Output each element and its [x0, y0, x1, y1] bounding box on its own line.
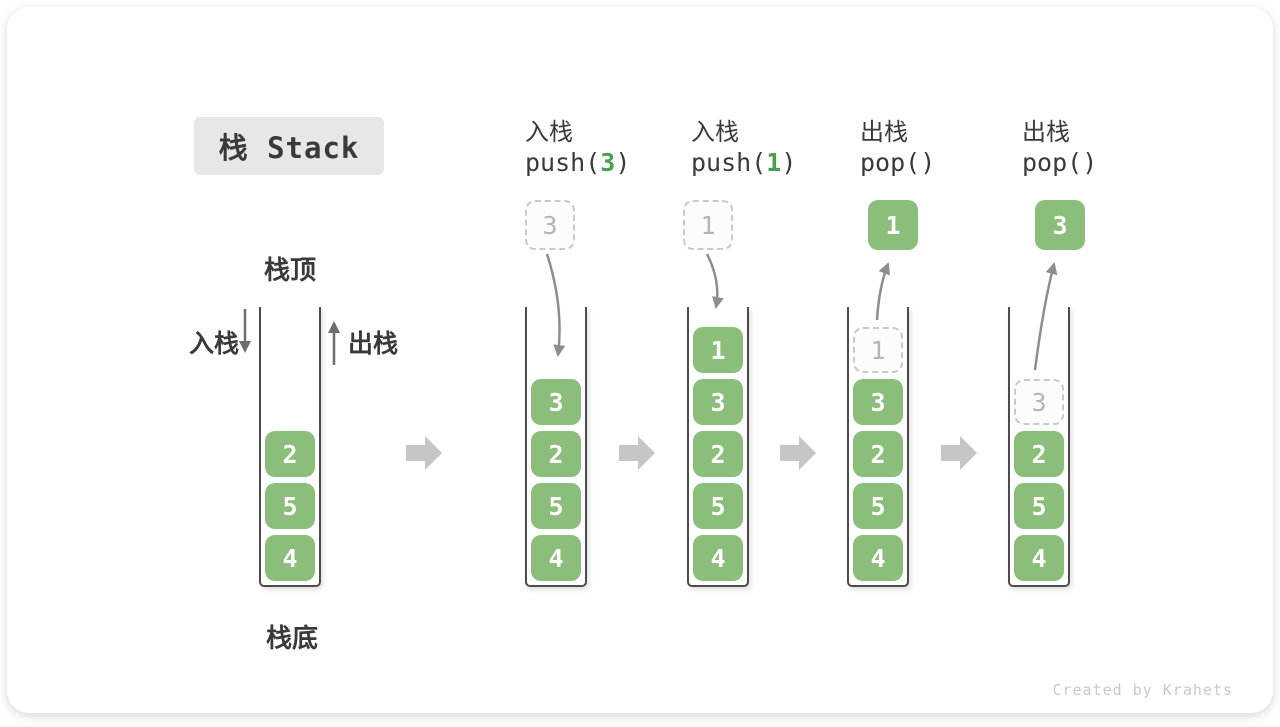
stack-bottom-label: 栈底 [265, 624, 318, 654]
op-code-pop1: pop() [860, 148, 936, 177]
cell-value: 1 [710, 335, 726, 365]
chevron-right-icon [406, 436, 442, 470]
code-post: ) [615, 148, 631, 177]
cell-value: 4 [1031, 543, 1047, 573]
stack-cell: 1 [693, 327, 743, 373]
stack-cell: 2 [853, 431, 903, 477]
floating-value: 1 [700, 210, 716, 240]
op-label-pop3: 出栈 [1022, 118, 1070, 146]
stack-ghost-cell: 3 [1014, 379, 1064, 425]
cell-value: 5 [548, 491, 564, 521]
title-box: 栈 Stack [194, 117, 384, 175]
cell-value: 4 [548, 543, 564, 573]
stack-cell: 4 [531, 535, 581, 581]
code-post: ) [781, 148, 797, 177]
code-pre: push( [525, 148, 601, 177]
code-arg: 1 [766, 148, 782, 177]
chevron-right-icon [619, 436, 655, 470]
diagram-card: 栈 Stack 栈顶 栈底 入栈 出栈 入栈 push(3) 入栈 push(1… [7, 7, 1273, 713]
stack-cell: 5 [265, 483, 315, 529]
cell-value: 1 [870, 335, 886, 365]
cell-value: 3 [1031, 387, 1047, 417]
floating-value: 3 [542, 210, 558, 240]
arrows-overlay [239, 253, 1058, 470]
stack-cell: 4 [853, 535, 903, 581]
cell-value: 2 [870, 439, 886, 469]
stack-cell: 3 [693, 379, 743, 425]
stack-cell: 2 [693, 431, 743, 477]
cell-value: 2 [282, 439, 298, 469]
stack-cell: 5 [531, 483, 581, 529]
watermark: Created by Krahets [1052, 681, 1233, 699]
op-code-push3: push(3) [525, 148, 630, 177]
op-code-pop3: pop() [1022, 148, 1098, 177]
floating-value: 3 [1052, 210, 1068, 240]
stack-cell: 3 [853, 379, 903, 425]
cell-value: 2 [710, 439, 726, 469]
cell-value: 5 [282, 491, 298, 521]
cell-value: 5 [870, 491, 886, 521]
stack-ghost-cell: 1 [853, 327, 903, 373]
stack-cell: 5 [693, 483, 743, 529]
cell-value: 4 [710, 543, 726, 573]
floating-popped-1: 1 [868, 200, 918, 250]
cell-value: 2 [1031, 439, 1047, 469]
code-pre: push( [691, 148, 767, 177]
push-side-label: 入栈 [189, 329, 240, 358]
cell-value: 4 [870, 543, 886, 573]
op-label-push3: 入栈 [525, 118, 573, 146]
floating-ghost-push1: 1 [683, 200, 733, 250]
op-label-pop1: 出栈 [860, 118, 908, 146]
cell-value: 3 [548, 387, 564, 417]
floating-popped-3: 3 [1035, 200, 1085, 250]
cell-value: 3 [870, 387, 886, 417]
cell-value: 2 [548, 439, 564, 469]
stack-top-label: 栈顶 [263, 256, 316, 286]
cell-value: 4 [282, 543, 298, 573]
floating-value: 1 [885, 210, 901, 240]
code-arg: 3 [600, 148, 616, 177]
stack-cell: 5 [853, 483, 903, 529]
page-title: 栈 Stack [218, 131, 360, 165]
stack-cell: 3 [531, 379, 581, 425]
chevron-right-icon [780, 436, 816, 470]
stack-cell: 2 [1014, 431, 1064, 477]
floating-ghost-push3: 3 [525, 200, 575, 250]
stack-cell: 4 [265, 535, 315, 581]
pop-side-label: 出栈 [348, 329, 399, 358]
push1-arrow-icon [705, 253, 724, 309]
cell-value: 5 [1031, 491, 1047, 521]
chevron-right-icon [941, 436, 977, 470]
stack-cell: 2 [531, 431, 581, 477]
stack-cell: 5 [1014, 483, 1064, 529]
stack-cell: 2 [265, 431, 315, 477]
op-code-push1: push(1) [691, 148, 796, 177]
stack-cell: 4 [693, 535, 743, 581]
cell-value: 3 [710, 387, 726, 417]
cell-value: 5 [710, 491, 726, 521]
op-label-push1: 入栈 [691, 118, 739, 146]
stack-cell: 4 [1014, 535, 1064, 581]
